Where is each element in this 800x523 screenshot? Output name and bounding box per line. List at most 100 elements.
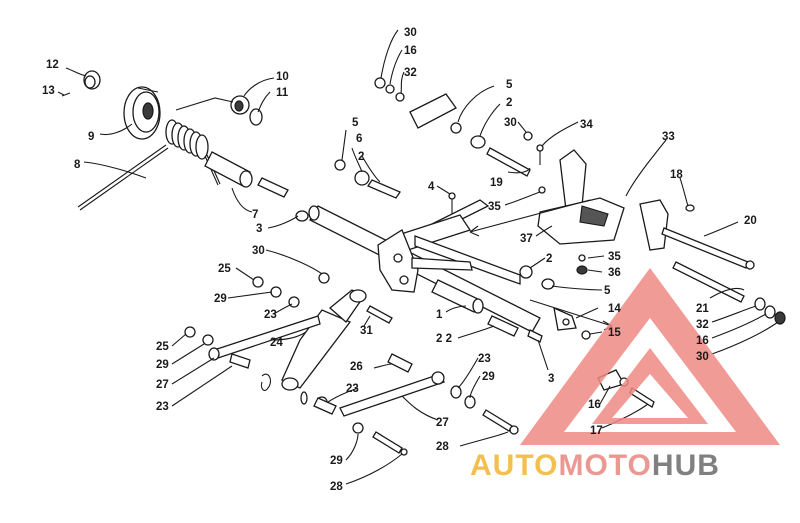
callout-12: 12 (46, 59, 59, 71)
part-28-bolt-lower (352, 422, 408, 456)
callout-14: 14 (608, 303, 621, 315)
callout-18: 18 (670, 169, 683, 181)
callout-3-top: 3 (256, 223, 262, 235)
part-31-bolt (366, 305, 393, 324)
callout-10: 10 (276, 71, 289, 83)
part-5-bushing-top (450, 122, 462, 134)
callout-35-mid: 35 (608, 251, 621, 263)
part-19-pin (486, 147, 531, 177)
part-14-bracket (553, 306, 577, 331)
part-37-plate (537, 197, 625, 245)
part-20-bolt (661, 227, 755, 270)
part-22-spacer (487, 315, 519, 337)
callout-20: 20 (744, 215, 757, 227)
callout-28-mid: 28 (436, 441, 449, 453)
callout-8: 8 (74, 159, 81, 171)
callout-3-mid: 3 (548, 373, 554, 385)
callout-36: 36 (608, 267, 621, 279)
callout-27-lower: 27 (436, 417, 449, 429)
part-5-6-2-bushings (334, 159, 401, 199)
part-2-bushing-mid (519, 265, 533, 279)
part-3-bushing-mid (527, 329, 543, 343)
part-34-bolt (536, 144, 546, 194)
part-8-rod (77, 144, 169, 211)
callout-29-lower: 29 (330, 455, 343, 467)
callout-2-top: 2 (506, 97, 512, 109)
part-24-shock (281, 289, 367, 391)
callout-23-upper: 23 (264, 309, 277, 321)
part-32-16-30-washers (754, 297, 786, 325)
part-33-bracket (559, 149, 669, 251)
callout-34: 34 (580, 119, 593, 131)
callout-30-right: 30 (696, 351, 709, 363)
part-1-tube (431, 279, 484, 314)
callout-17: 17 (590, 425, 603, 437)
callout-29-left: 29 (156, 359, 169, 371)
watermark-text-moto: MOTO (558, 449, 651, 482)
part-7-spacer (204, 151, 253, 188)
watermark-triangle-inner (592, 348, 708, 424)
part-27-link-lower (339, 371, 445, 417)
callout-33: 33 (662, 131, 675, 143)
callout-23-right: 23 (478, 353, 491, 365)
part-10-bushing (230, 95, 250, 115)
part-12-bushing (83, 70, 101, 90)
callout-11: 11 (276, 87, 289, 99)
callout-28-lower: 28 (330, 481, 343, 493)
watermark-text: AUTOMOTOHUB (470, 449, 720, 482)
assembly-arrows (469, 199, 613, 331)
callout-26: 26 (350, 361, 363, 373)
callout-23-mid: 23 (346, 383, 359, 395)
callout-5-left: 5 (352, 117, 359, 129)
callout-25-upper: 25 (218, 263, 231, 275)
washers-left (184, 326, 214, 346)
callout-2-left: 2 (358, 151, 364, 163)
callout-32-top: 32 (404, 67, 417, 79)
callout-25-left: 25 (156, 341, 169, 353)
watermark-text-auto: AUTO (470, 449, 558, 482)
parts-drawing (57, 29, 786, 485)
frame-plate (377, 229, 419, 293)
upper-bracket (374, 77, 457, 129)
slide-rail (411, 235, 521, 285)
callout-16-lower: 16 (588, 399, 601, 411)
part-28-bolt-mid (482, 409, 519, 435)
part-9-idler-wheel (123, 86, 161, 140)
callout-1: 1 (436, 309, 443, 321)
part-23-bushing-lower (313, 397, 337, 415)
cross-shaft-lower (396, 199, 490, 251)
callout-2-mid: 2 (546, 253, 552, 265)
part-13-pin (61, 92, 71, 97)
callout-16-right: 16 (696, 335, 709, 347)
part-27-link-upper (208, 315, 321, 361)
leader-lines (57, 29, 779, 485)
part-15-clip (581, 330, 591, 340)
callout-32-right: 32 (696, 319, 709, 331)
callout-15: 15 (608, 327, 621, 339)
part-11-ring (249, 108, 263, 126)
callout-23-left: 23 (156, 401, 169, 413)
spring-clip (260, 373, 271, 391)
part-23-bushing-left (229, 353, 251, 369)
callout-7: 7 (252, 209, 258, 221)
part-spring (165, 119, 221, 186)
callout-21: 21 (696, 303, 709, 315)
callout-30-mid: 30 (504, 117, 517, 129)
callout-5-mid: 5 (604, 285, 611, 297)
callout-6: 6 (356, 133, 362, 145)
callout-35-top: 35 (488, 201, 501, 213)
callout-27-left: 27 (156, 379, 169, 391)
callout-4: 4 (428, 181, 435, 193)
callout-22: 2 2 (436, 333, 452, 345)
watermark-text-hub: HUB (652, 449, 720, 482)
callout-13: 13 (42, 85, 55, 97)
washers-upper-left (252, 272, 330, 308)
part-35-36-nut (576, 254, 588, 275)
callout-19: 19 (490, 177, 503, 189)
callout-29-upper: 29 (214, 293, 227, 305)
part-2-bushing-top (470, 135, 486, 149)
callout-5-top: 5 (506, 79, 513, 91)
callout-numbers: 12 13 9 8 10 11 7 3 30 16 32 5 2 30 34 3… (42, 27, 757, 493)
